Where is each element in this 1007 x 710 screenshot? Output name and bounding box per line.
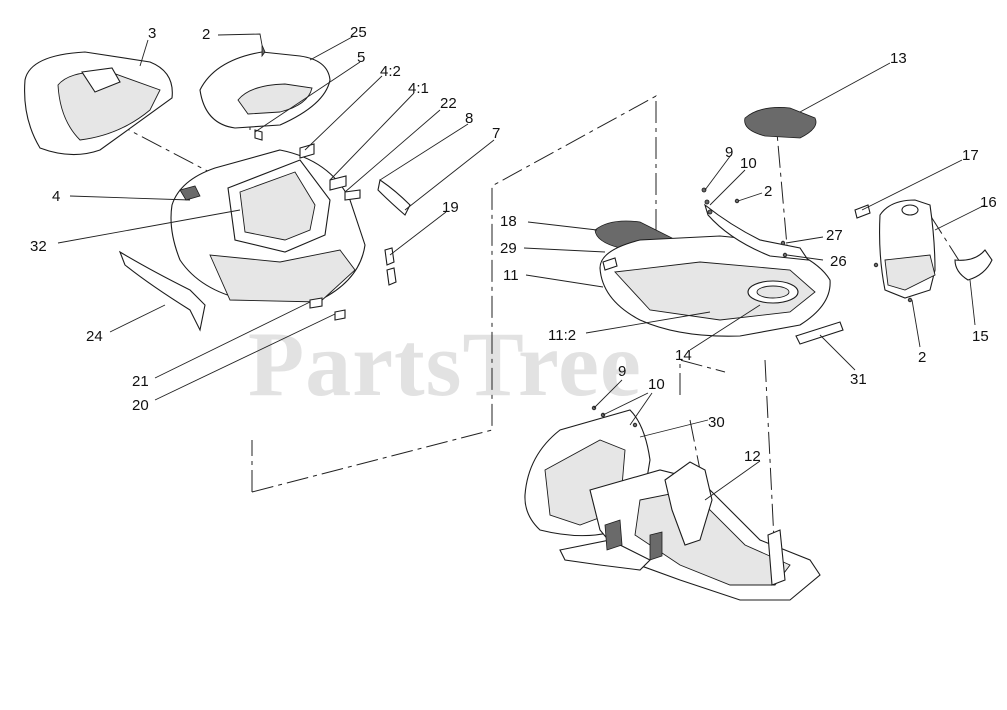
callout-22: 22: [440, 95, 457, 112]
callout-30: 30: [708, 414, 725, 431]
callout-numbers: 3 2 25 5 4:2 4:1 22 8 7 4 32 19 24 21 20…: [30, 24, 997, 465]
part-31-strip: [795, 321, 844, 345]
callout-2-bottom: 2: [918, 349, 926, 366]
callout-20: 20: [132, 397, 149, 414]
leader-lines: [57, 33, 986, 501]
callout-21: 21: [132, 373, 149, 390]
part-11-front-body: [599, 203, 831, 337]
callout-18: 18: [500, 213, 517, 230]
small-parts-left: [254, 129, 411, 321]
callout-9-bottom: 9: [618, 363, 626, 380]
callout-24: 24: [86, 328, 103, 345]
callout-9-top: 9: [725, 144, 733, 161]
callout-11: 11: [503, 267, 519, 284]
part-25-seat: [199, 44, 331, 129]
callout-4: 4: [52, 188, 60, 205]
part-4-rear-body: [118, 149, 366, 332]
watermark-text: PartsTree: [248, 313, 642, 415]
part-12-frame: [524, 409, 821, 601]
callout-2-top: 2: [202, 26, 210, 43]
callout-25: 25: [350, 24, 367, 41]
callout-7: 7: [492, 125, 500, 142]
callout-4-2: 4:2: [380, 63, 401, 80]
callout-13: 13: [890, 50, 907, 67]
callout-31: 31: [850, 371, 867, 388]
callout-10-top: 10: [740, 155, 757, 172]
callout-10-bottom: 10: [648, 376, 665, 393]
part-3-seat-cover: [24, 51, 173, 156]
callout-32: 32: [30, 238, 47, 255]
part-16-side-cover: [854, 199, 993, 299]
callout-4-1: 4:1: [408, 80, 429, 97]
callout-3: 3: [148, 25, 156, 42]
callout-15: 15: [972, 328, 989, 345]
callout-11-2: 11:2: [548, 327, 576, 344]
callout-19: 19: [442, 199, 459, 216]
callout-17: 17: [962, 147, 979, 164]
callout-12: 12: [744, 448, 761, 465]
callout-26: 26: [830, 253, 847, 270]
part-13-foot-mat: [744, 107, 817, 139]
callout-14: 14: [675, 347, 692, 364]
callout-8: 8: [465, 110, 473, 127]
callout-5: 5: [357, 49, 365, 66]
callout-29: 29: [500, 240, 517, 257]
callout-2-mid: 2: [764, 183, 772, 200]
callout-16: 16: [980, 194, 997, 211]
callout-27: 27: [826, 227, 843, 244]
